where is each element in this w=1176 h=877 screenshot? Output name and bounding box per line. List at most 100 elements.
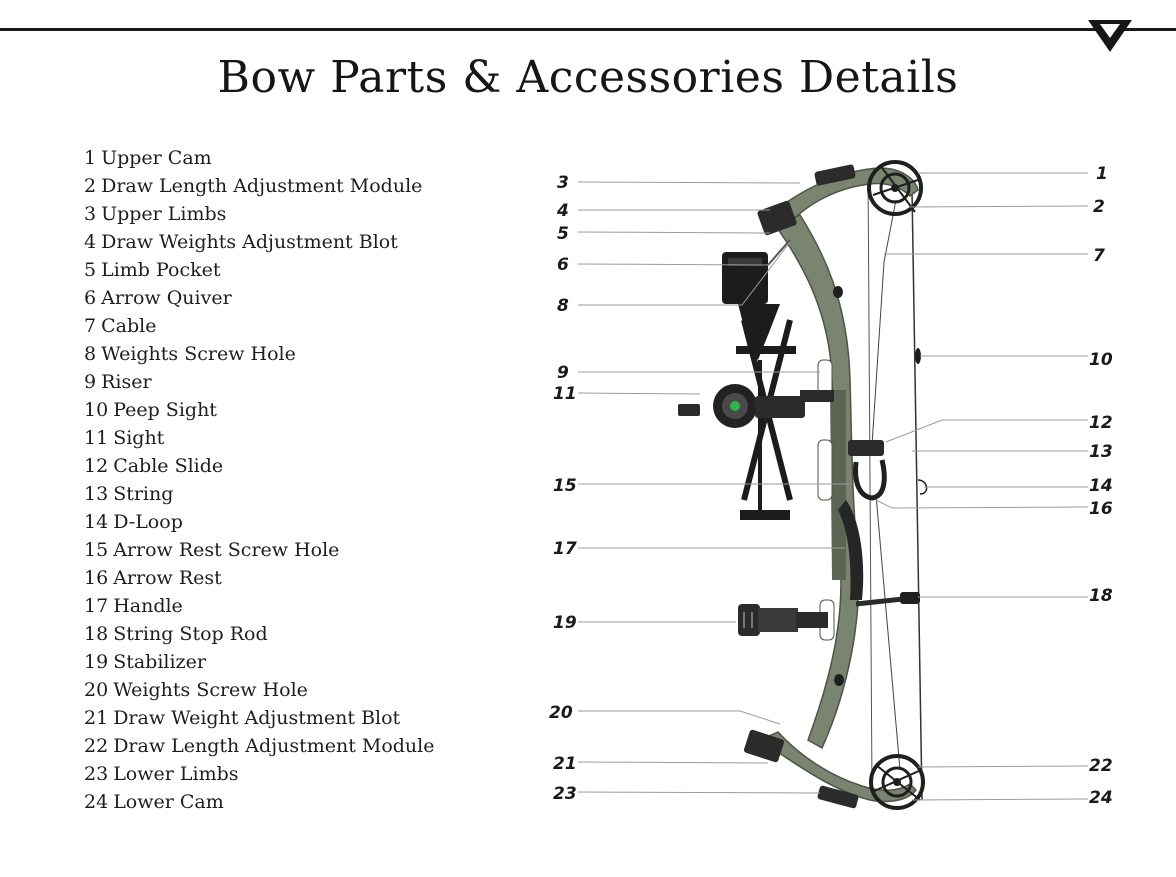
part-name: Lower Cam — [113, 791, 224, 813]
bow-strings — [867, 169, 923, 801]
callout-label: 8 — [557, 296, 569, 316]
part-number: 9 — [84, 371, 97, 393]
peep-sight-icon — [915, 348, 921, 364]
part-name: Sight — [113, 427, 165, 449]
callout-label: 21 — [553, 754, 577, 774]
part-number: 11 — [84, 427, 109, 449]
part-name: String Stop Rod — [113, 623, 268, 645]
riser — [773, 214, 864, 750]
leader-lines — [577, 172, 1089, 801]
callout-label: 15 — [553, 476, 577, 496]
stabilizer-icon — [738, 604, 828, 636]
part-name: Draw Length Adjustment Module — [113, 735, 435, 757]
part-name: Lower Limbs — [113, 763, 239, 785]
part-number: 13 — [84, 483, 109, 505]
part-name: Weights Screw Hole — [101, 343, 296, 365]
part-number: 10 — [84, 399, 109, 421]
part-name: Upper Cam — [101, 147, 212, 169]
part-name: Peep Sight — [113, 399, 217, 421]
callout-label: 9 — [557, 363, 569, 383]
part-name: String — [113, 483, 174, 505]
callout-label: 18 — [1089, 586, 1113, 606]
part-number: 15 — [84, 539, 109, 561]
part-number: 6 — [84, 287, 97, 309]
part-number: 4 — [84, 231, 97, 253]
part-name: Upper Limbs — [101, 203, 227, 225]
callout-label: 16 — [1089, 499, 1113, 519]
callout-label: 7 — [1093, 246, 1105, 266]
lower-cam-icon — [869, 754, 925, 810]
part-name: Arrow Quiver — [101, 287, 232, 309]
part-number: 2 — [84, 175, 97, 197]
callout-label: 2 — [1093, 197, 1105, 217]
callout-label: 20 — [549, 703, 573, 723]
callout-label: 1 — [1096, 164, 1108, 184]
callout-label: 5 — [557, 224, 569, 244]
part-number: 17 — [84, 595, 109, 617]
part-number: 22 — [84, 735, 109, 757]
callout-label: 19 — [553, 613, 577, 633]
part-name: Arrow Rest — [113, 567, 222, 589]
part-number: 3 — [84, 203, 97, 225]
arrow-rest-icon — [848, 440, 887, 501]
part-name: Cable Slide — [113, 455, 224, 477]
callout-label: 17 — [553, 539, 577, 559]
part-number: 7 — [84, 315, 97, 337]
callout-label: 3 — [557, 173, 569, 193]
callout-label: 22 — [1089, 756, 1113, 776]
callout-label: 24 — [1089, 788, 1113, 808]
callout-label: 13 — [1089, 442, 1113, 462]
callout-label: 10 — [1089, 350, 1113, 370]
part-name: Draw Length Adjustment Module — [101, 175, 423, 197]
callout-label: 11 — [553, 384, 577, 404]
part-name: Arrow Rest Screw Hole — [113, 539, 340, 561]
part-name: D-Loop — [113, 511, 183, 533]
top-rule — [0, 28, 1176, 31]
upper-cam-icon — [867, 160, 923, 216]
part-name: Draw Weights Adjustment Blot — [101, 231, 398, 253]
part-number: 23 — [84, 763, 109, 785]
sight-icon — [678, 384, 834, 428]
part-name: Cable — [101, 315, 157, 337]
part-name: Handle — [113, 595, 183, 617]
string-stop-rod-icon — [855, 592, 920, 607]
part-number: 19 — [84, 651, 109, 673]
part-name: Riser — [101, 371, 152, 393]
part-number: 20 — [84, 679, 109, 701]
part-name: Stabilizer — [113, 651, 206, 673]
part-name: Limb Pocket — [101, 259, 221, 281]
callout-labels: 3 4 5 6 8 9 11 15 17 19 20 21 23 1 2 7 1… — [549, 164, 1113, 808]
part-name: Weights Screw Hole — [113, 679, 308, 701]
part-number: 8 — [84, 343, 97, 365]
callout-label: 12 — [1089, 413, 1113, 433]
part-number: 14 — [84, 511, 109, 533]
callout-label: 6 — [557, 255, 569, 275]
part-number: 16 — [84, 567, 109, 589]
page-title: Bow Parts & Accessories Details — [217, 52, 959, 103]
callout-label: 14 — [1089, 476, 1113, 496]
